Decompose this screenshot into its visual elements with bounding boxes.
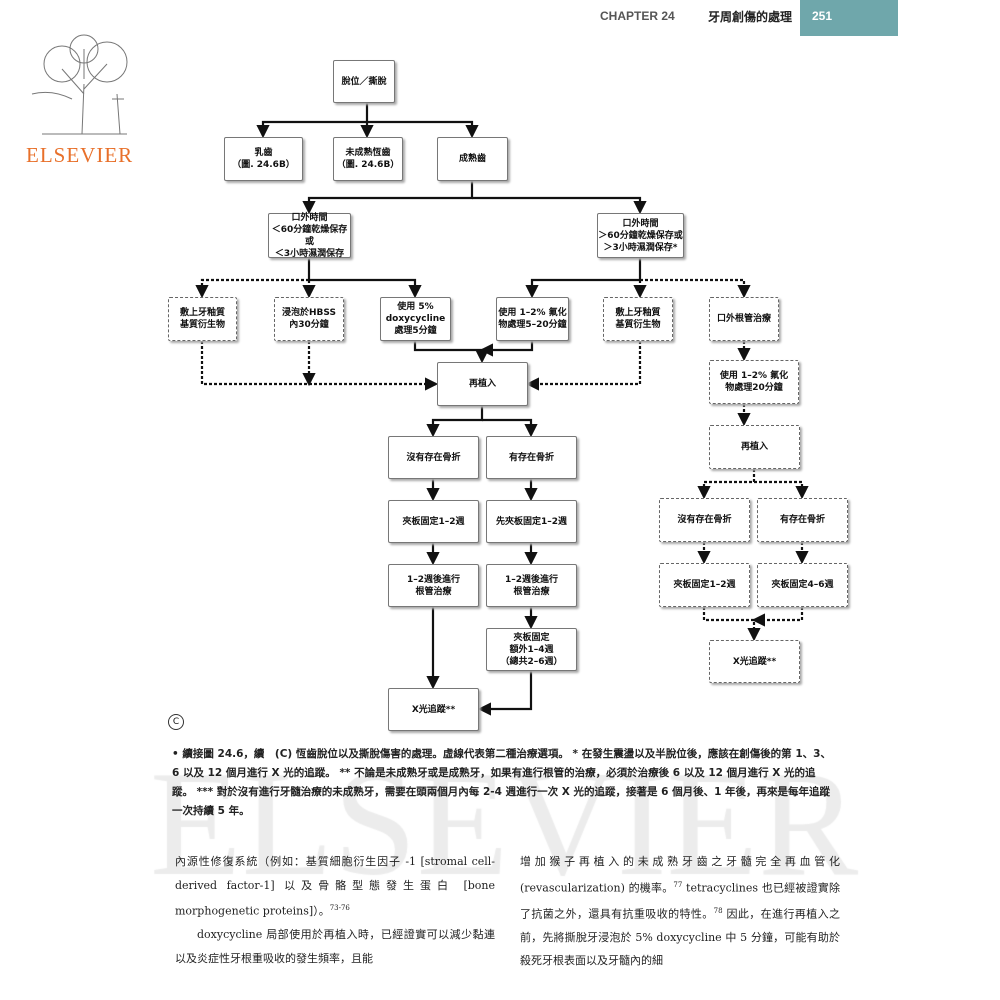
- node-xray-followup: X光追蹤**: [388, 688, 479, 731]
- node-rct-after-right: 1–2週後進行 根管治療: [486, 564, 577, 607]
- chapter-label: CHAPTER 24: [600, 9, 675, 23]
- body-paragraph: 內源性修復系統（例如：基質細胞衍生因子 -1 [stromal cell-der…: [175, 855, 495, 918]
- node-fracture-right: 有存在骨折: [757, 498, 848, 542]
- node-fluoride-short: 使用 1–2% 氟化 物處理5–20分鐘: [496, 297, 569, 341]
- elsevier-logo-text: ELSEVIER: [26, 143, 134, 167]
- node-splint-1-2: 夾板固定1–2週: [388, 500, 479, 543]
- node-fluoride-20: 使用 1–2% 氟化 物處理20分鐘: [709, 360, 799, 404]
- node-replant: 再植入: [437, 362, 528, 406]
- node-doxycycline: 使用 5% doxycycline 處理5分鐘: [380, 297, 451, 341]
- node-replant-right: 再植入: [709, 425, 800, 469]
- citation: 78: [713, 906, 723, 915]
- body-right-column: 增加猴子再植入的未成熟牙齒之牙髓完全再血管化 (revascularizatio…: [520, 850, 840, 973]
- node-splint-right-2: 夾板固定4–6週: [757, 563, 848, 607]
- node-emd-right: 敷上牙釉質 基質衍生物: [603, 297, 673, 341]
- node-xray-right: X光追蹤**: [709, 640, 800, 683]
- body-paragraph: doxycycline 局部使用於再植入時，已經證實可以減少黏連以及炎症性牙根重…: [175, 928, 495, 965]
- citation: 77: [673, 880, 683, 889]
- node-splint-extra: 夾板固定 額外1–4週 （總共2–6週）: [486, 628, 577, 671]
- elsevier-tree-logo: [31, 34, 128, 135]
- node-no-fracture-right: 沒有存在骨折: [659, 498, 750, 542]
- figure-caption: • 續接圖 24.6，續 (C) 恆齒脫位以及撕脫傷害的處理。虛線代表第二種治療…: [172, 748, 831, 817]
- body-text: tetracyclines 也已經被證實除了抗菌之外，還具有抗重吸收的特性。: [520, 881, 840, 921]
- node-splint-right-1: 夾板固定1–2週: [659, 563, 750, 607]
- body-text: 因此，在進行再植入之前，先將撕脫牙浸泡於 5% doxycycline 中 5 …: [520, 907, 841, 968]
- body-text: 增加猴子再植入的未成熟牙齒之牙髓完全再血管化 (revascularizatio…: [520, 855, 840, 895]
- node-long-extraoral-time: 口外時間 ＞60分鐘乾燥保存或 ＞3小時濕潤保存*: [597, 213, 684, 258]
- page-number: 251: [800, 0, 898, 36]
- node-hbss: 浸泡於HBSS 內30分鐘: [274, 297, 344, 341]
- node-splint-first: 先夾板固定1–2週: [486, 500, 577, 543]
- body-left-column: 內源性修復系統（例如：基質細胞衍生因子 -1 [stromal cell-der…: [175, 850, 495, 970]
- node-immature-teeth: 未成熟恆齒 （圖. 24.6B）: [333, 137, 403, 181]
- panel-label: C: [168, 714, 184, 730]
- node-avulsion: 脫位／撕脫: [333, 60, 395, 103]
- node-mature-teeth: 成熟齒: [437, 137, 508, 181]
- flowchart-connectors: [195, 103, 809, 716]
- node-primary-teeth: 乳齒 （圖. 24.6B）: [224, 137, 303, 181]
- node-no-fracture: 沒有存在骨折: [388, 436, 479, 479]
- node-fracture: 有存在骨折: [486, 436, 577, 479]
- node-emd-left: 敷上牙釉質 基質衍生物: [168, 297, 237, 341]
- node-short-extraoral-time: 口外時間 ＜60分鐘乾燥保存或 ＜3小時濕潤保存: [268, 213, 351, 259]
- node-rct-after-left: 1–2週後進行 根管治療: [388, 564, 479, 607]
- citation: 73-76: [329, 904, 350, 912]
- chapter-title: 牙周創傷的處理: [708, 10, 793, 24]
- node-extraoral-rct: 口外根管治療: [709, 297, 779, 341]
